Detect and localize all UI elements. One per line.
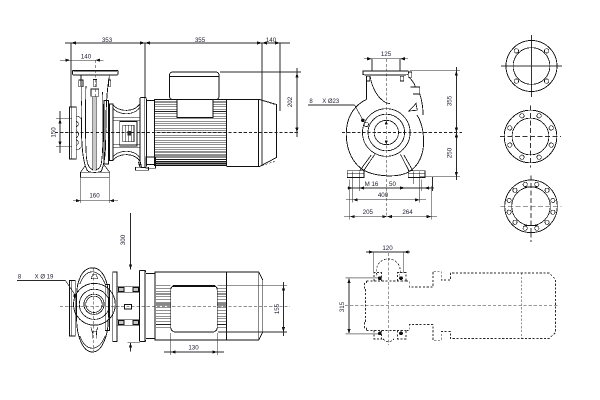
svg-text:140: 140	[266, 37, 277, 44]
svg-text:250: 250	[447, 147, 454, 158]
svg-text:205: 205	[363, 209, 374, 216]
svg-text:140: 140	[81, 53, 92, 60]
svg-text:X Ø23: X Ø23	[322, 99, 340, 105]
svg-text:50: 50	[389, 181, 396, 188]
svg-text:353: 353	[102, 37, 113, 44]
svg-text:300: 300	[120, 234, 127, 245]
svg-text:8: 8	[18, 275, 22, 281]
svg-text:315: 315	[339, 301, 346, 312]
svg-text:155: 155	[274, 303, 281, 314]
svg-text:264: 264	[402, 209, 413, 216]
svg-text:125: 125	[381, 51, 392, 58]
svg-text:160: 160	[89, 193, 100, 200]
svg-text:M 16: M 16	[365, 181, 379, 188]
svg-text:202: 202	[287, 96, 294, 107]
svg-text:130: 130	[188, 345, 199, 352]
svg-text:355: 355	[195, 37, 206, 44]
svg-text:120: 120	[382, 245, 393, 252]
svg-text:355: 355	[447, 95, 454, 106]
svg-text:400: 400	[378, 192, 389, 199]
svg-text:8: 8	[309, 99, 313, 105]
svg-text:X Ø 19: X Ø 19	[35, 275, 54, 281]
svg-text:150: 150	[51, 127, 58, 138]
